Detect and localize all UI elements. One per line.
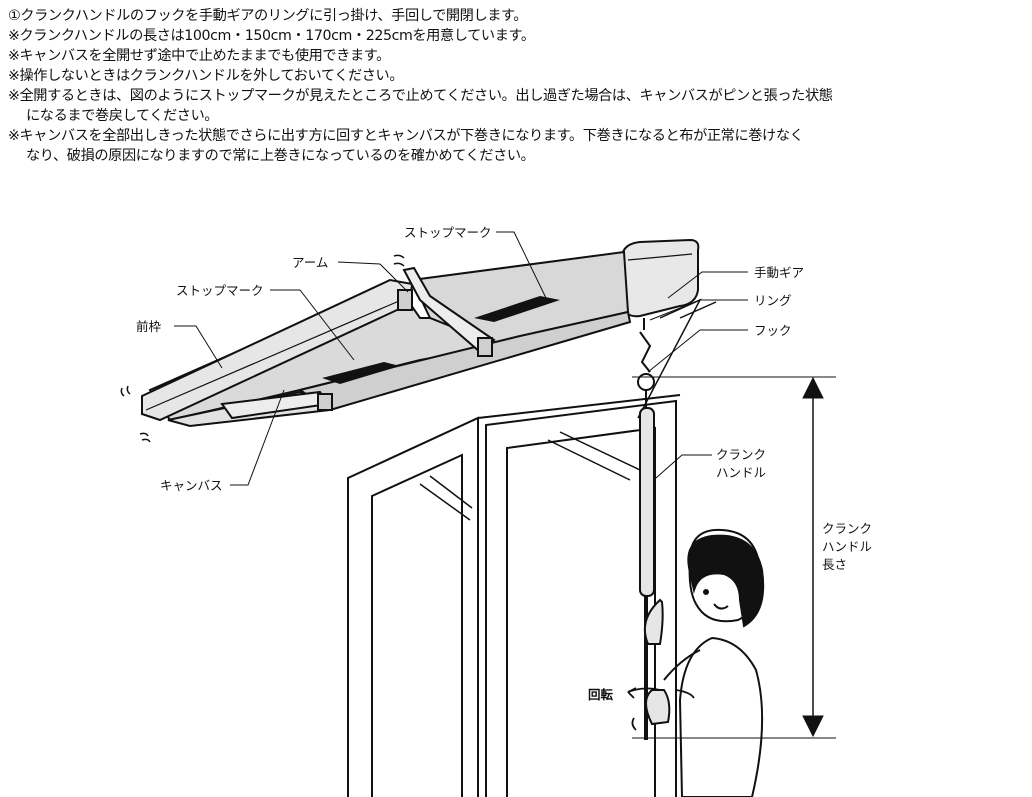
label-length-line2: ハンドル [822, 539, 872, 554]
rotation-arrows [627, 687, 695, 731]
window-frame [347, 394, 681, 797]
leader-lines [174, 231, 748, 486]
instruction-line-4: ※操作しないときはクランクハンドルを外しておいてください。 [8, 68, 404, 84]
instruction-text-block: ①クランクハンドルのフックを手動ギアのリングに引っ掛け、手回しで開閉します。 ※… [8, 6, 1028, 166]
motion-marks [120, 254, 405, 443]
window-struts [419, 431, 641, 521]
stop-marks [322, 296, 560, 384]
crank-handle [637, 318, 655, 740]
label-crank-handle-line1: クランク [716, 447, 766, 462]
label-length-line1: クランク [822, 521, 872, 536]
awning-canvas [148, 250, 632, 428]
label-front-frame: 前枠 [136, 319, 162, 334]
instruction-line-3: ※キャンバスを全開せず途中で止めたままでも使用できます。 [8, 48, 390, 64]
label-arm: アーム [292, 255, 328, 270]
label-hook: フック [754, 323, 792, 338]
length-dimension [632, 376, 836, 739]
instruction-line-5: ※全開するときは、図のようにストップマークが見えたところで止めてください。出し過… [8, 88, 833, 104]
label-stop-mark-left: ストップマーク [176, 283, 264, 298]
person-illustration [644, 528, 765, 797]
label-rotation: 回転 [588, 687, 614, 702]
awning-arms [220, 266, 496, 420]
label-length-line3: 長さ [822, 557, 847, 572]
label-crank-handle-line2: ハンドル [716, 465, 766, 480]
label-ring: リング [754, 293, 792, 308]
label-canvas: キャンバス [160, 478, 223, 493]
instruction-line-2: ※クランクハンドルの長さは100cm・150cm・170cm・225cmを用意し… [8, 28, 535, 44]
instruction-line-6: ※キャンバスを全部出しきった状態でさらに出す方に回すとキャンバスが下巻きになりま… [8, 128, 804, 144]
label-manual-gear: 手動ギア [754, 265, 804, 280]
gear-cassette [620, 238, 700, 318]
label-stop-mark-top: ストップマーク [404, 225, 492, 240]
instruction-line-6-cont: なり、破損の原因になりますので常に上巻きになっているのを確かめてください。 [26, 148, 535, 164]
instruction-line-5-cont: になるまで巻戻してください。 [26, 108, 219, 124]
instruction-line-1: ①クランクハンドルのフックを手動ギアのリングに引っ掛け、手回しで開閉します。 [8, 8, 528, 24]
